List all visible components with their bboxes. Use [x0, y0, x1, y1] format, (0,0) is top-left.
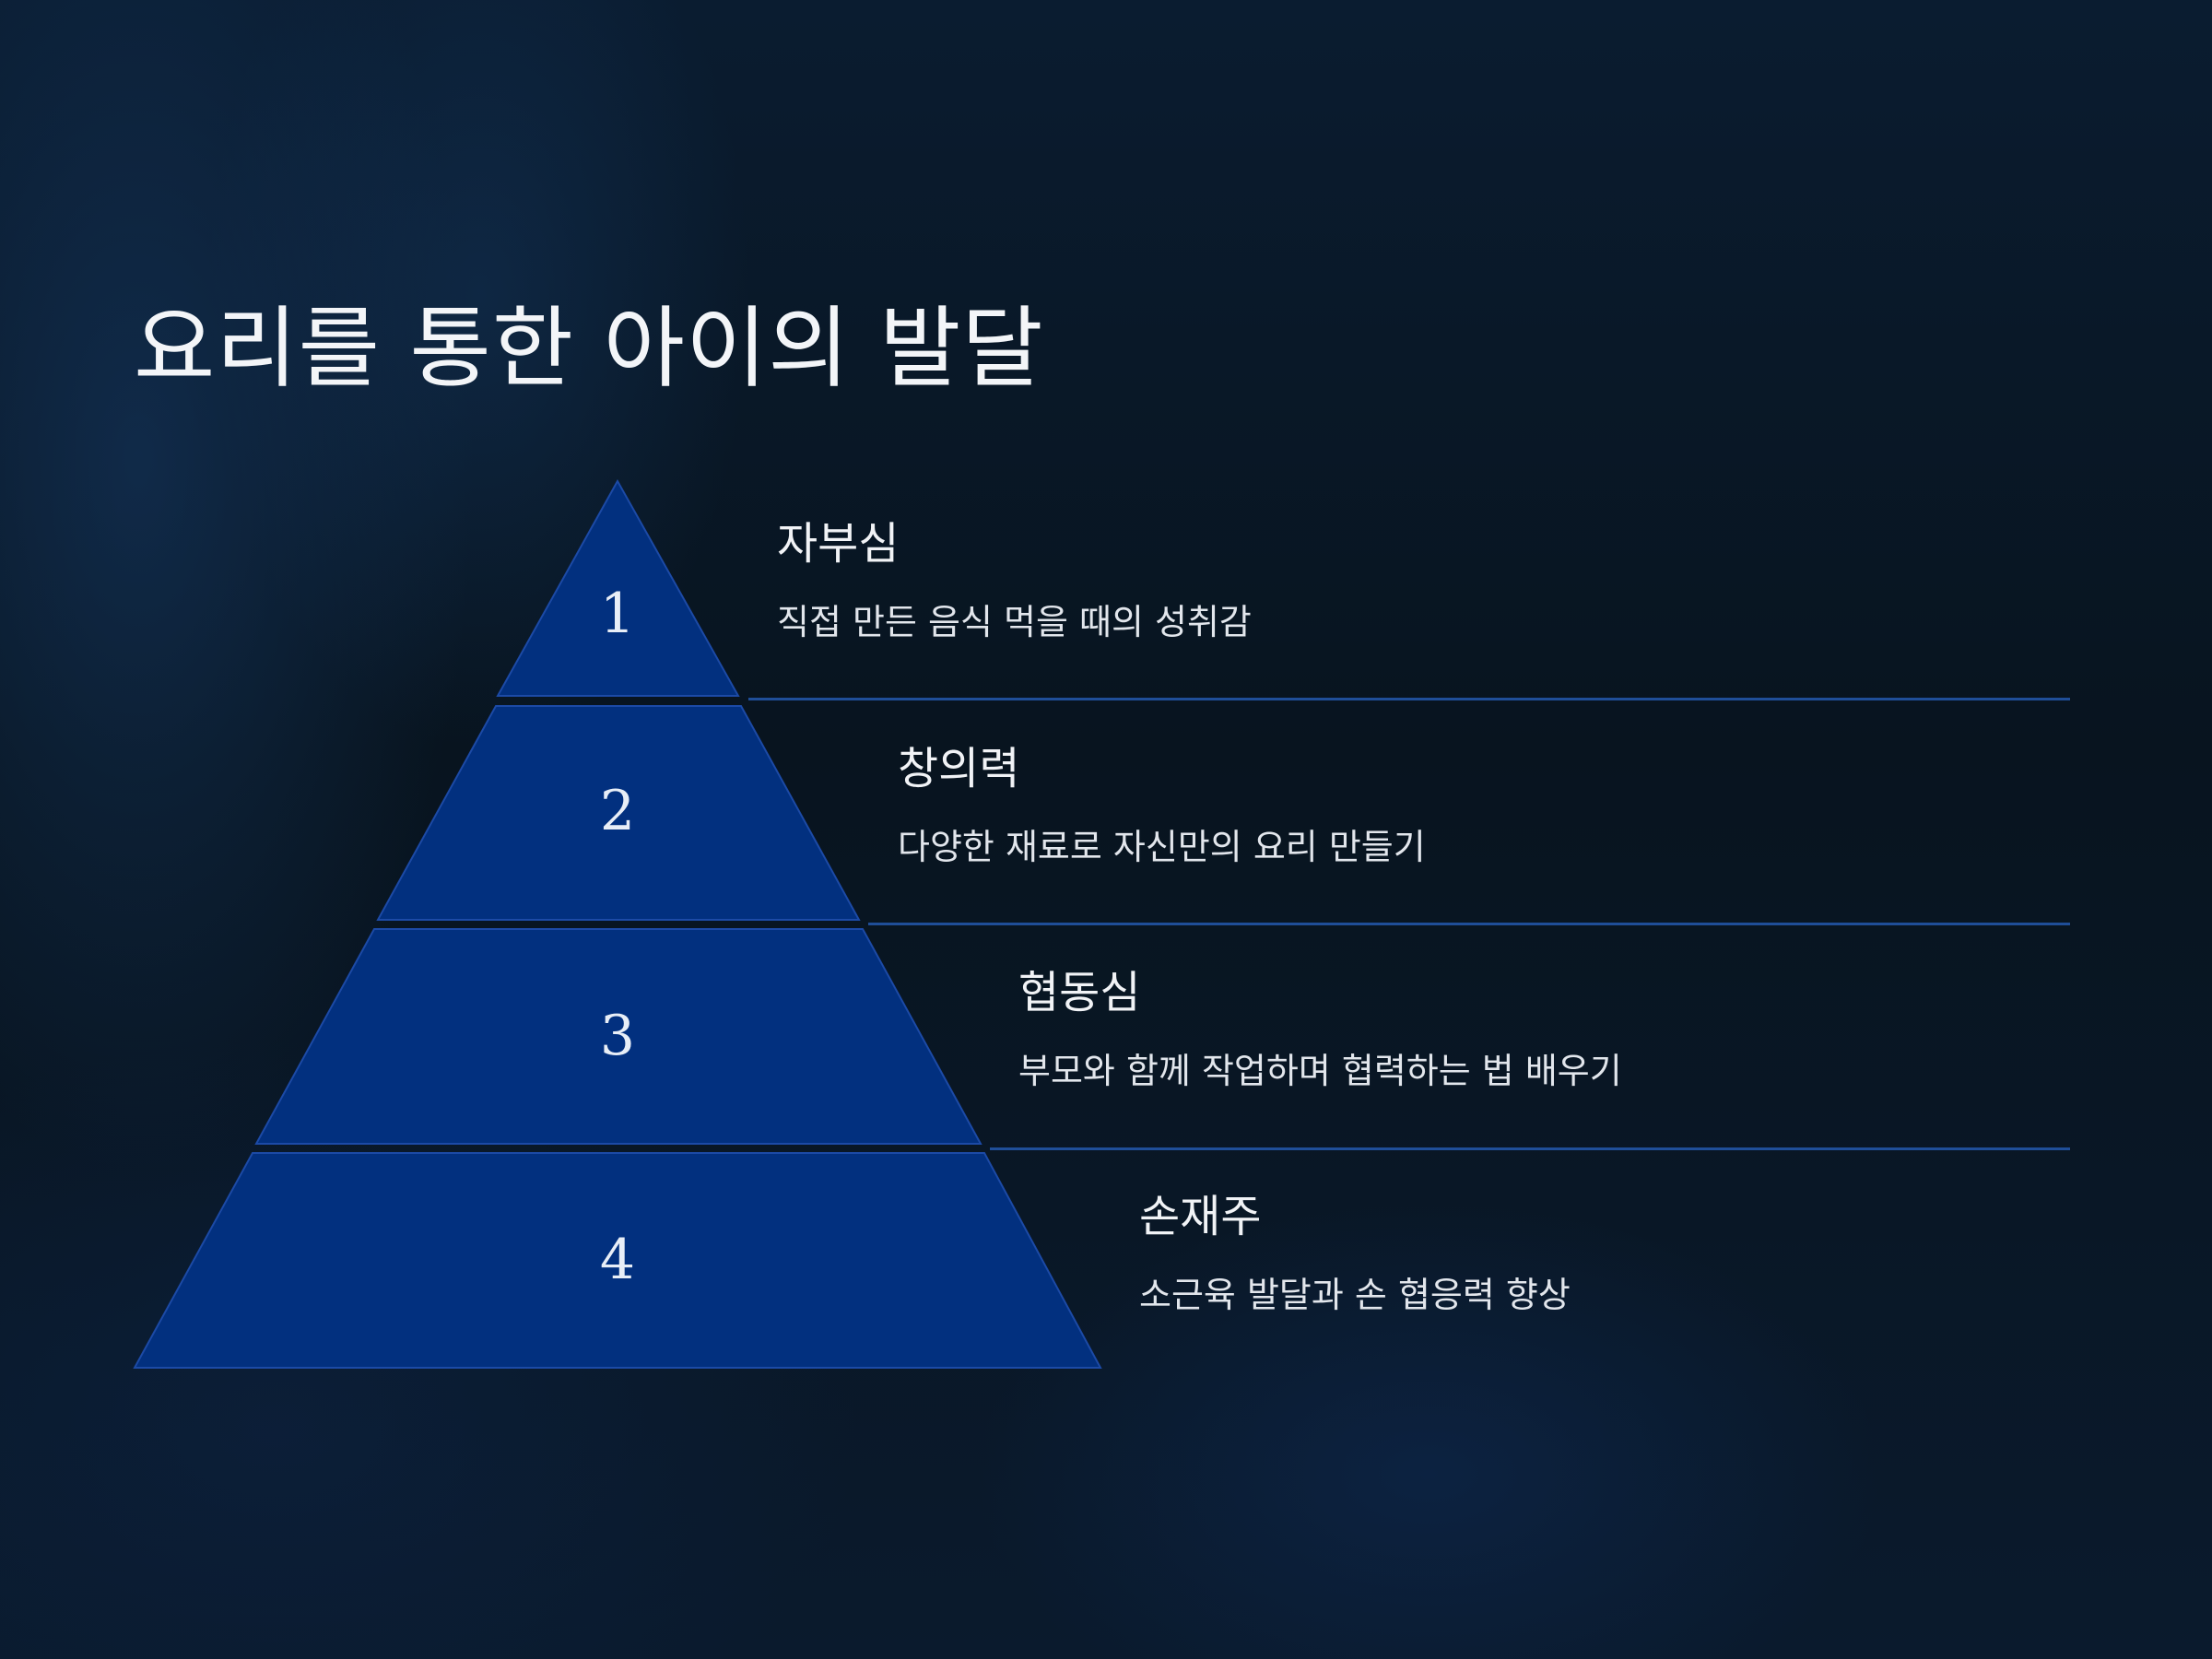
- tier-title-2: 창의력: [898, 743, 1020, 794]
- tier-title-4: 손재주: [1139, 1191, 1262, 1242]
- pyramid-tier-1: [496, 478, 740, 697]
- tier-label-1: 자부심 직접 만든 음식 먹을 때의 성취감: [777, 522, 1252, 640]
- tier-title-3: 협동심: [1018, 967, 1141, 1018]
- page-title: 요리를 통한 아이의 발달: [134, 297, 1044, 400]
- tier-title-1: 자부심: [777, 518, 900, 570]
- tier-divider-3: [990, 1147, 2070, 1150]
- tier-description-3: 부모와 함께 작업하며 협력하는 법 배우기: [1018, 1051, 1622, 1091]
- tier-label-4: 손재주 소근육 발달과 손 협응력 향상: [1139, 1194, 1571, 1312]
- tier-divider-2: [868, 923, 2070, 925]
- pyramid-tier-2: [376, 705, 861, 921]
- pyramid-tier-3: [254, 928, 982, 1145]
- pyramid-tier-4: [133, 1152, 1102, 1369]
- tier-number-4: 4: [600, 1228, 635, 1292]
- tier-divider-1: [748, 698, 2070, 700]
- tier-number-2: 2: [600, 779, 635, 843]
- tier-label-3: 협동심 부모와 함께 작업하며 협력하는 법 배우기: [1018, 971, 1622, 1088]
- tier-label-2: 창의력 다양한 재료로 자신만의 요리 만들기: [898, 747, 1426, 865]
- tier-description-4: 소근육 발달과 손 협응력 향상: [1139, 1275, 1571, 1315]
- tier-number-1: 1: [600, 582, 635, 646]
- tier-number-3: 3: [600, 1004, 635, 1068]
- tier-description-1: 직접 만든 음식 먹을 때의 성취감: [777, 602, 1252, 642]
- tier-description-2: 다양한 재료로 자신만의 요리 만들기: [898, 827, 1426, 867]
